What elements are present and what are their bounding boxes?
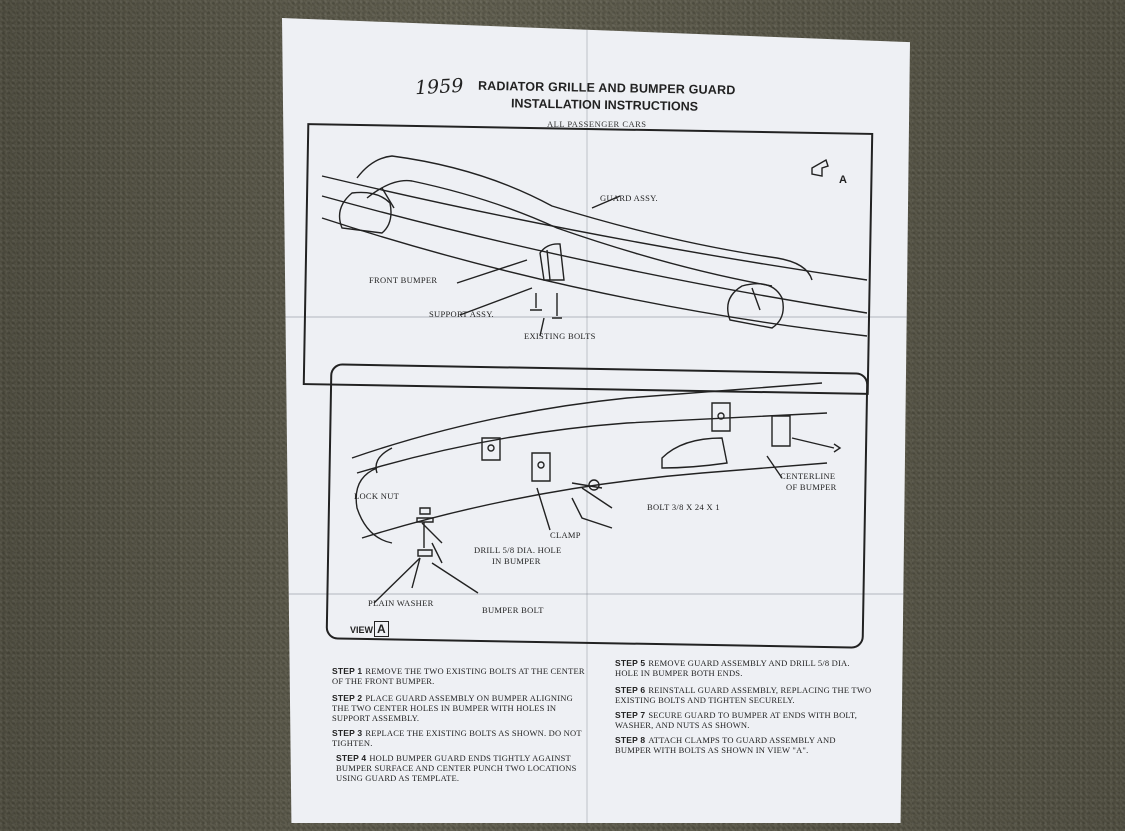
label-lock-nut: LOCK NUT xyxy=(354,491,400,501)
fold-crease xyxy=(586,18,588,823)
fold-crease xyxy=(282,316,910,318)
label-front-bumper: FRONT BUMPER xyxy=(369,275,438,285)
label-bolt-size: BOLT 3/8 X 24 X 1 xyxy=(647,502,720,512)
view-letter-box: A xyxy=(374,621,389,637)
label-clamp: CLAMP xyxy=(550,530,581,540)
line-drawings xyxy=(321,155,868,604)
label-centerline-2: OF BUMPER xyxy=(786,482,837,492)
instruction-sheet: 1959 RADIATOR GRILLE AND BUMPER GUARD IN… xyxy=(282,18,910,823)
label-view-marker: A xyxy=(839,174,848,186)
label-existing-bolts: EXISTING BOLTS xyxy=(524,331,596,341)
label-drill-line-1: DRILL 5/8 DIA. HOLE xyxy=(474,545,562,555)
label-guard-assy: GUARD ASSY. xyxy=(600,193,658,203)
view-word: VIEW xyxy=(350,625,374,635)
label-drill-line-2: IN BUMPER xyxy=(492,556,541,566)
label-bumper-bolt: BUMPER BOLT xyxy=(482,605,544,615)
fold-crease xyxy=(282,593,910,595)
subtitle: ALL PASSENGER CARS xyxy=(547,119,647,129)
label-support-assy: SUPPORT ASSY. xyxy=(429,309,494,319)
label-centerline-1: CENTERLINE xyxy=(780,471,836,481)
label-plain-washer: PLAIN WASHER xyxy=(368,598,434,608)
